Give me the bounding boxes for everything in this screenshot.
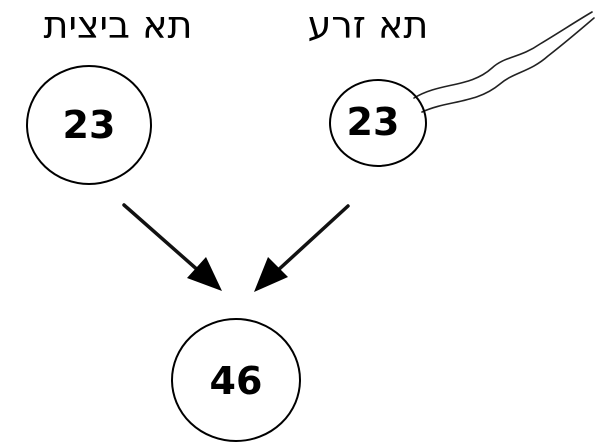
arrow-egg-to-zygote	[122, 203, 222, 291]
sperm-tail	[413, 11, 595, 113]
arrow-head-right	[254, 257, 288, 292]
egg-cell: 23	[26, 65, 152, 185]
zygote-outline	[171, 318, 301, 442]
sperm-cell: 23	[329, 11, 595, 167]
zygote-chromosome-count: 46	[210, 359, 263, 403]
sperm-chromosome-count: 23	[347, 100, 400, 144]
egg-chromosome-count: 23	[63, 103, 116, 147]
zygote-cell: 46	[171, 318, 301, 442]
egg-cell-outline	[26, 65, 152, 185]
sperm-cell-label: תא זרע	[308, 3, 429, 47]
arrow-head-left	[187, 257, 222, 291]
sperm-head-outline	[329, 79, 427, 167]
arrow-sperm-to-zygote	[254, 204, 350, 292]
egg-cell-label: תא ביצית	[44, 3, 193, 47]
